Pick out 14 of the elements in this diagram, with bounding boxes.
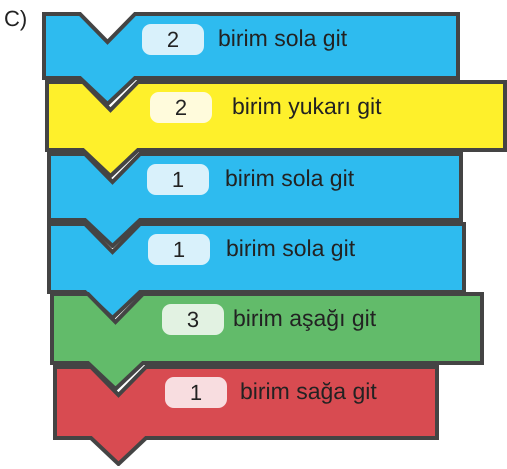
command-text: birim aşağı git [233,304,376,332]
command-text: birim sola git [226,234,356,262]
value-pill: 2 [150,92,212,123]
value-pill: 1 [147,164,209,195]
value-pill: 3 [162,304,224,335]
command-text: birim sola git [225,164,354,192]
command-block [53,365,439,466]
value-pill: 2 [142,24,204,55]
value-pill: 1 [148,234,210,265]
option-letter: C) [4,8,28,30]
command-text: birim sola git [218,24,348,52]
command-text: birim yukarı git [232,92,382,120]
value-pill: 1 [165,377,227,408]
command-text: birim sağa git [240,377,377,405]
